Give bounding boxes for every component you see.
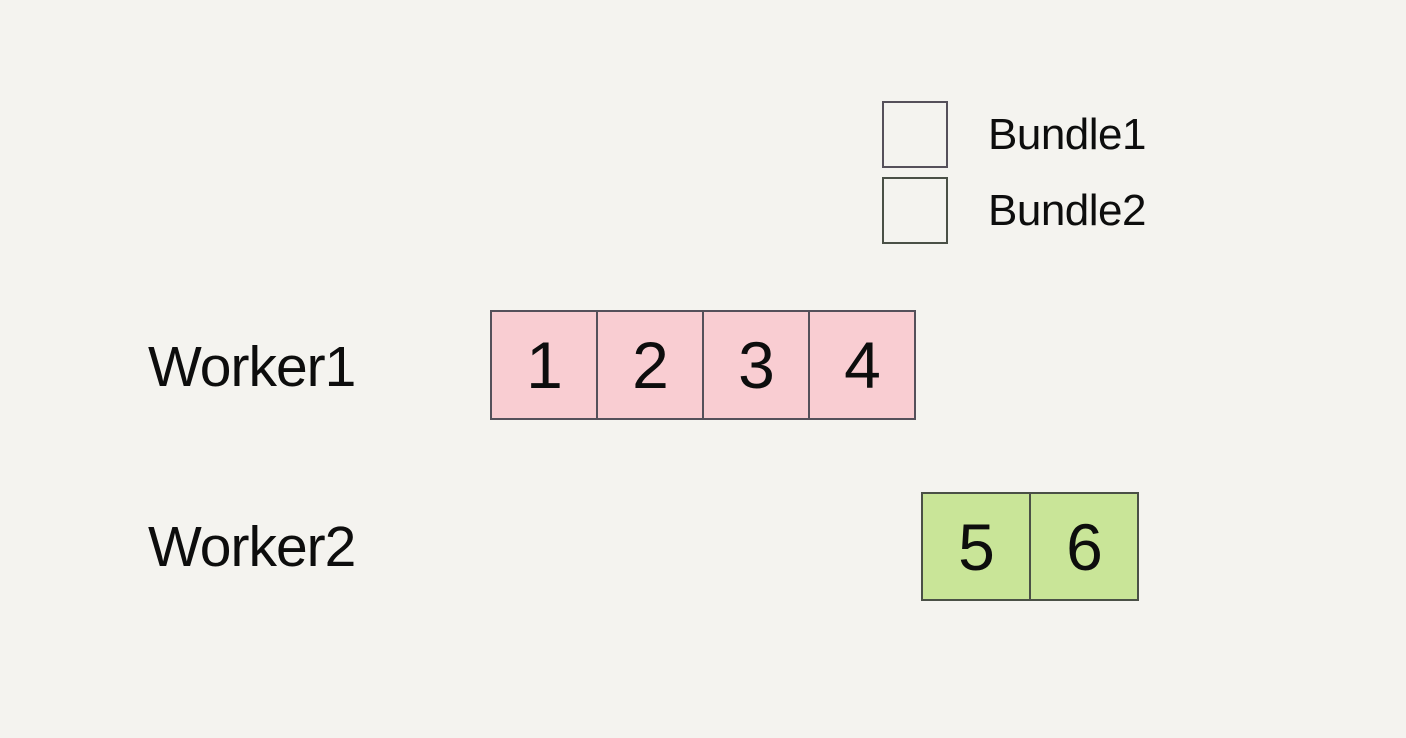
legend-item-bundle1: Bundle1 [882,101,1146,168]
legend-item-bundle2: Bundle2 [882,177,1146,244]
legend-swatch-bundle1 [882,101,948,168]
worker-label-worker1: Worker1 [148,335,356,399]
cell-item: 4 [808,310,916,420]
worker-label-worker2: Worker2 [148,515,356,579]
legend-label-bundle1: Bundle1 [988,109,1146,159]
legend: Bundle1 Bundle2 [882,101,1202,247]
worker2-cell-row: 5 6 [921,492,1139,601]
cell-item: 2 [596,310,704,420]
worker1-cell-row: 1 2 3 4 [490,310,916,420]
cell-item: 3 [702,310,810,420]
cell-item: 6 [1029,492,1139,601]
cell-item: 1 [490,310,598,420]
legend-label-bundle2: Bundle2 [988,185,1146,235]
cell-item: 5 [921,492,1031,601]
legend-swatch-bundle2 [882,177,948,244]
